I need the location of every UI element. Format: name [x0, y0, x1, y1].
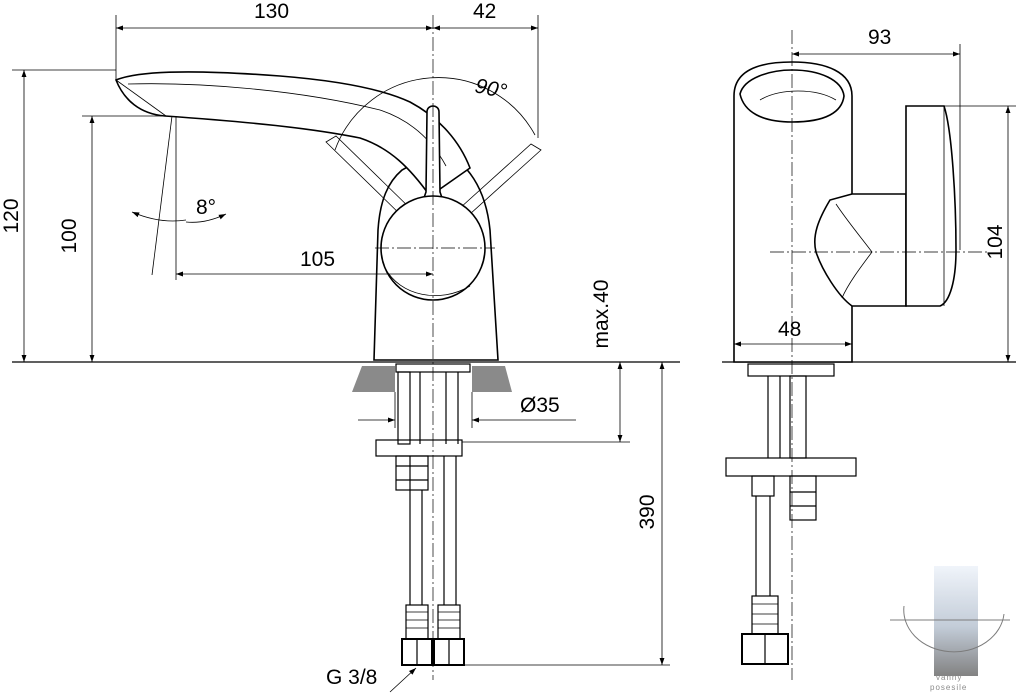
dim-8-angle: 8° — [196, 196, 216, 219]
base-ring — [395, 363, 471, 373]
swing-arc — [334, 77, 536, 151]
front-dimensions: 130 42 90° 8° 120 100 105 max.40 Ø3 — [0, 0, 670, 693]
watermark-text-2: posesile — [930, 683, 967, 692]
watermark-text-1: vanny — [936, 673, 962, 682]
deck-section-right — [472, 366, 512, 392]
side-fixing-nut — [789, 475, 817, 521]
dim-105: 105 — [300, 248, 335, 271]
side-lever-boss — [814, 193, 907, 307]
dim-max40: max.40 — [590, 280, 613, 349]
dim-104: 104 — [984, 224, 1007, 259]
watermark-logo: vanny posesile — [890, 566, 1010, 692]
watermark-arc — [903, 605, 1005, 653]
side-view — [722, 30, 1016, 680]
dim-48: 48 — [778, 318, 801, 341]
dim-120: 120 — [0, 198, 23, 233]
watermark-bar — [934, 566, 978, 676]
dim-130: 130 — [254, 0, 289, 23]
dim-93: 93 — [868, 26, 891, 49]
side-fixing-plate — [725, 457, 857, 477]
dim-42: 42 — [473, 0, 496, 23]
side-dimensions: 93 104 48 — [734, 26, 1016, 362]
side-lever — [905, 105, 957, 307]
dim-d35: Ø35 — [520, 394, 560, 417]
hose-fitting-right — [437, 604, 461, 640]
dim-390: 390 — [636, 494, 659, 529]
side-threaded-stud — [789, 375, 807, 459]
deck-section-left — [352, 366, 395, 392]
fixing-plate — [375, 439, 463, 457]
hose-fitting-left — [405, 604, 429, 640]
dim-100: 100 — [58, 218, 81, 253]
spout-tip — [115, 79, 167, 117]
g38-leader — [389, 667, 417, 693]
front-view — [12, 15, 680, 680]
threaded-stud — [397, 371, 411, 445]
dim-90-angle: 90° — [473, 74, 509, 103]
side-hose-fitting — [751, 595, 779, 635]
side-spacer — [751, 475, 775, 497]
spout — [114, 71, 471, 198]
fixing-nut — [395, 455, 429, 491]
dim-g38: G 3/8 — [326, 666, 377, 689]
spout-highlight — [127, 83, 447, 167]
side-base-ring — [747, 363, 835, 377]
